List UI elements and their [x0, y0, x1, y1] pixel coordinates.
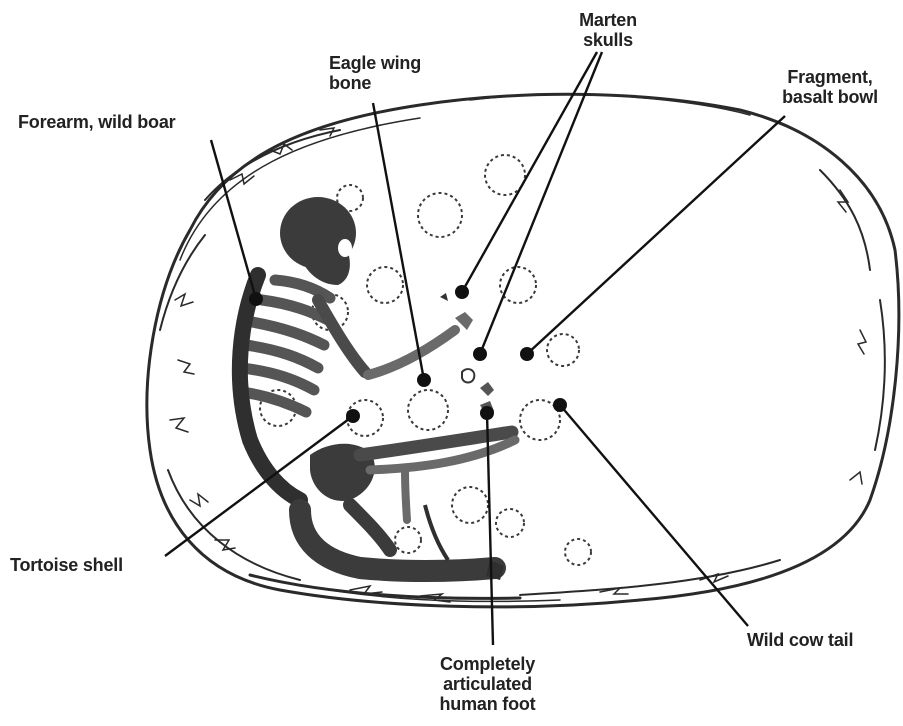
label-human-foot-line-3: human foot	[405, 694, 570, 714]
label-forearm-wild-boar: Forearm, wild boar	[18, 112, 175, 132]
marker-dot-tortoise	[346, 409, 360, 423]
label-human-foot-line-1: Completely	[405, 654, 570, 674]
label-human-foot: Completely articulated human foot	[405, 654, 570, 714]
leader-line-wild-cow	[560, 405, 748, 626]
marker-dot-forearm	[249, 292, 263, 306]
label-marten-skulls-line-1: Marten	[548, 10, 668, 30]
marker-dot-wild-cow	[553, 398, 567, 412]
label-fragment-basalt-bowl: Fragment, basalt bowl	[760, 67, 900, 107]
label-fragment-basalt-bowl-line-1: Fragment,	[760, 67, 900, 87]
label-marten-skulls: Marten skulls	[548, 10, 668, 50]
leader-line-eagle-wing	[373, 103, 424, 380]
label-tortoise-shell: Tortoise shell	[10, 555, 123, 575]
label-marten-skulls-line-2: skulls	[548, 30, 668, 50]
label-wild-cow-tail: Wild cow tail	[747, 630, 853, 650]
label-human-foot-line-2: articulated	[405, 674, 570, 694]
marker-dot-fragment	[520, 347, 534, 361]
leader-line-fragment	[527, 116, 785, 354]
leader-line-marten-1	[462, 52, 597, 292]
marker-dot-marten-1	[455, 285, 469, 299]
label-fragment-basalt-bowl-line-2: basalt bowl	[760, 87, 900, 107]
marker-dot-marten-2	[473, 347, 487, 361]
label-eagle-wing-bone-line-2: bone	[329, 73, 421, 93]
label-eagle-wing-bone-line-1: Eagle wing	[329, 53, 421, 73]
label-eagle-wing-bone: Eagle wing bone	[329, 53, 421, 93]
marker-dot-eagle-wing	[417, 373, 431, 387]
marker-dot-human-foot	[480, 406, 494, 420]
